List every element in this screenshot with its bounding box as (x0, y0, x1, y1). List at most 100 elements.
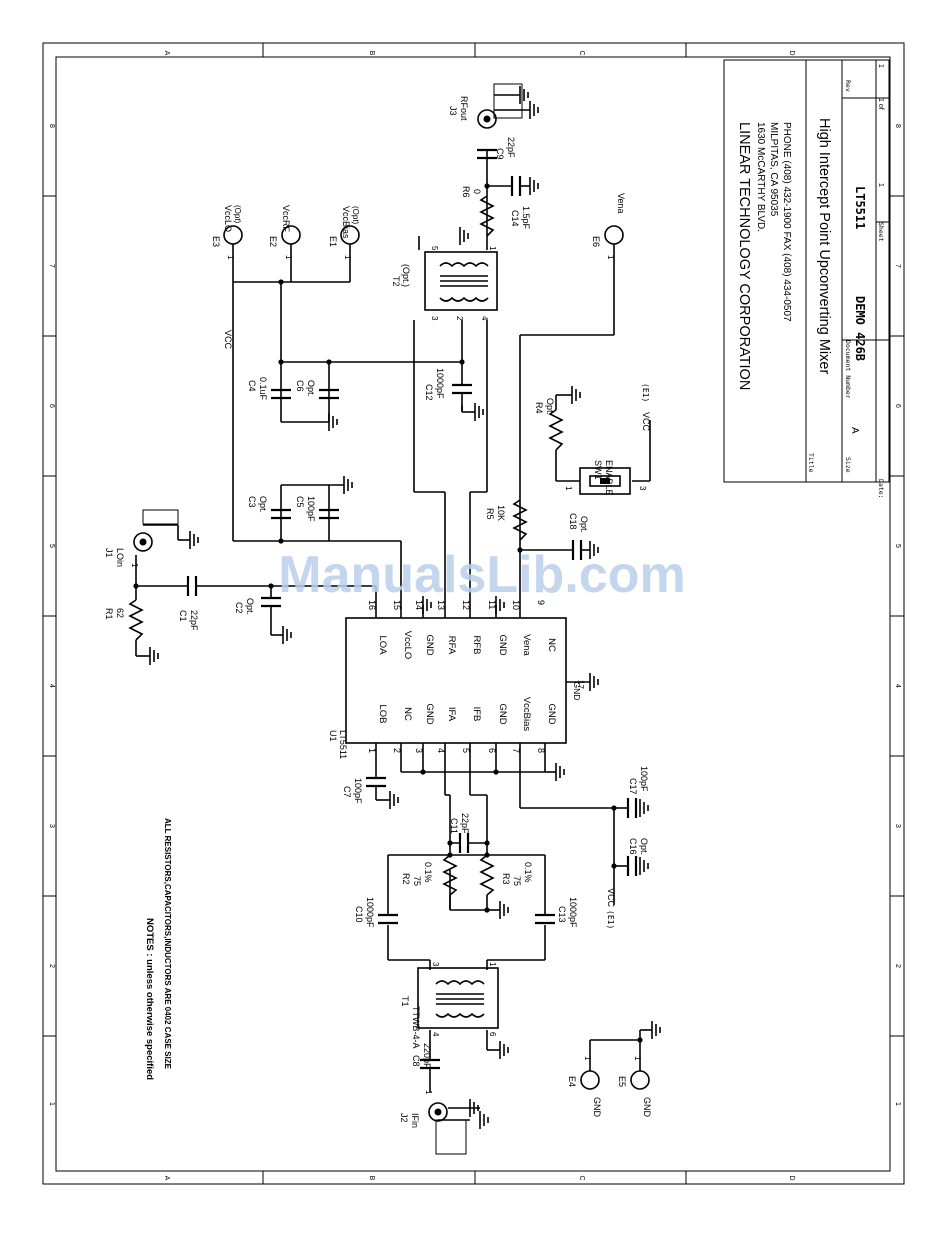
company-name: LINEAR TECHNOLOGY CORPORATION (736, 122, 752, 390)
ground-icon (328, 413, 338, 431)
ground-icon (651, 1021, 661, 1039)
ic-pin-name-right-16: LOA (377, 635, 388, 655)
ic-u1: U1 LT5511 LOB1NC2GND3IFA4IFB5GND6VccBias… (328, 600, 590, 759)
capacitor-c16 (626, 856, 638, 876)
test-points: E3 VccLO (Opt) E2 VccRF E1 VccBias (Opt)… (211, 193, 652, 1118)
c8-ref: C8 (411, 1055, 421, 1067)
size-label: Size (844, 457, 852, 473)
ic-pin-num-right-16: 16 (367, 600, 377, 610)
connector-j3: J3 RFout (448, 83, 523, 129)
c5-ref: C5 (295, 496, 305, 508)
passives (128, 148, 638, 1070)
ground-icon (469, 1099, 479, 1117)
capacitor-c8 (420, 1058, 440, 1070)
switch-sw1: SW1 ENABLE 1 3 (564, 460, 647, 496)
t2-pin4: 4 (480, 316, 489, 321)
t1-value: TTWB-4-A (411, 1006, 421, 1049)
sheet-total: 1 (877, 64, 884, 68)
notes-line2: ALL RESISTORS,CAPACITORS,INDUCTORS ARE 0… (163, 818, 172, 1070)
zone-row-6-right: 6 (894, 404, 901, 408)
t1-ref: T1 (400, 996, 410, 1007)
ground-icon (149, 647, 159, 665)
e1-pin1: 1 (343, 255, 352, 260)
capacitor-c3 (271, 508, 291, 520)
c11-value: 22pF (460, 813, 470, 834)
t2-pin5: 5 (430, 246, 439, 251)
ic-pin-name-left-2: NC (402, 707, 413, 721)
zone-row-6-left: 6 (48, 404, 55, 408)
t1-pin3: 3 (431, 962, 440, 967)
ic-pin-num-right-9: 9 (536, 600, 546, 605)
zone-row-2-left: 2 (48, 964, 55, 968)
ic-pin-num-left-8: 8 (536, 748, 546, 753)
zone-col-b-bottom: B (368, 1176, 375, 1181)
capacitor-c13 (535, 913, 555, 925)
ground-symbols (149, 86, 661, 1129)
t2-value: (Opt.) (401, 264, 411, 287)
ic-pin-num-right-12: 12 (461, 600, 471, 610)
e1-opt: (Opt) (351, 206, 360, 225)
junction-dots (133, 183, 643, 1043)
ic-pin-name-right-10: Vena (521, 634, 532, 656)
c1-ref: C1 (178, 610, 188, 622)
zone-row-8-left: 8 (48, 124, 55, 128)
e1-ref: E1 (328, 236, 338, 247)
c3-ref: C3 (247, 496, 257, 508)
c12-ref: C12 (424, 384, 434, 401)
zone-row-1-left: 1 (48, 1102, 55, 1106)
zone-col-d-bottom: D (788, 1175, 795, 1180)
company-phone: PHONE (408) 432-1900 FAX (408) 434-0507 (781, 122, 792, 322)
c2-value: Opt. (245, 598, 255, 615)
sheet-of-label: 1 of (877, 98, 884, 110)
date-label: Date: (877, 479, 885, 499)
capacitor-c6 (319, 388, 339, 400)
capacitor-c10 (378, 913, 398, 925)
ic-pin-num-left-6: 6 (487, 748, 497, 753)
c6-value: Opt. (306, 380, 316, 397)
e4-name: GND (592, 1097, 602, 1118)
part-number: LT5511 (853, 186, 867, 229)
c7-value: 100pF (353, 778, 363, 804)
sheet-label: Sheet (877, 222, 885, 242)
size-value: A (849, 427, 860, 434)
ground-icon (571, 386, 581, 404)
c9-ref: C9 (495, 148, 505, 160)
ic-pin-name-right-13: RFA (446, 636, 457, 655)
t2-pin1: 1 (488, 246, 497, 251)
resistor-r6 (479, 195, 495, 237)
ic-pin-name-right-14: GND (424, 634, 435, 655)
t1-pin4: 4 (431, 1032, 440, 1037)
testpoint-e4 (580, 1070, 600, 1090)
capacitor-c9 (477, 148, 497, 160)
ic-pin-name-left-5: IFB (471, 707, 482, 722)
e6-name: Vena (616, 193, 626, 214)
e4-pin1: 1 (583, 1056, 592, 1061)
zone-row-5-right: 5 (894, 544, 901, 548)
ic-pin-num-left-3: 3 (414, 748, 424, 753)
sw1-pin3: 3 (638, 486, 647, 491)
capacitor-c1 (186, 576, 198, 596)
ground-icon (519, 86, 529, 104)
capacitor-c12 (452, 383, 475, 413)
ic-pin-name-right-9: NC (546, 638, 557, 652)
j3-name: RFout (459, 96, 469, 121)
ic-pin-num-left-1: 1 (367, 748, 377, 753)
j1-name: LOin (115, 548, 125, 567)
c2-ref: C2 (234, 602, 244, 614)
t1-pin6: 6 (488, 1032, 497, 1037)
ic-pin-name-right-11: GND (497, 634, 508, 655)
e5-name: GND (642, 1097, 652, 1118)
c14-value: 1.5pF (521, 206, 531, 230)
zone-col-d-top: D (788, 50, 795, 55)
r1-value: 62 (115, 608, 125, 618)
zone-row-8-right: 8 (894, 124, 901, 128)
testpoint-e5 (630, 1070, 650, 1090)
ground-icon (639, 799, 649, 817)
r2-ref: R2 (401, 873, 411, 885)
ground-icon (589, 541, 599, 559)
capacitor-c17 (626, 798, 638, 818)
e3-name: VccLO (223, 205, 233, 232)
zone-row-2-right: 2 (894, 964, 901, 968)
resistor-r1 (128, 599, 144, 641)
ic-pin-num-right-15: 15 (392, 600, 402, 610)
